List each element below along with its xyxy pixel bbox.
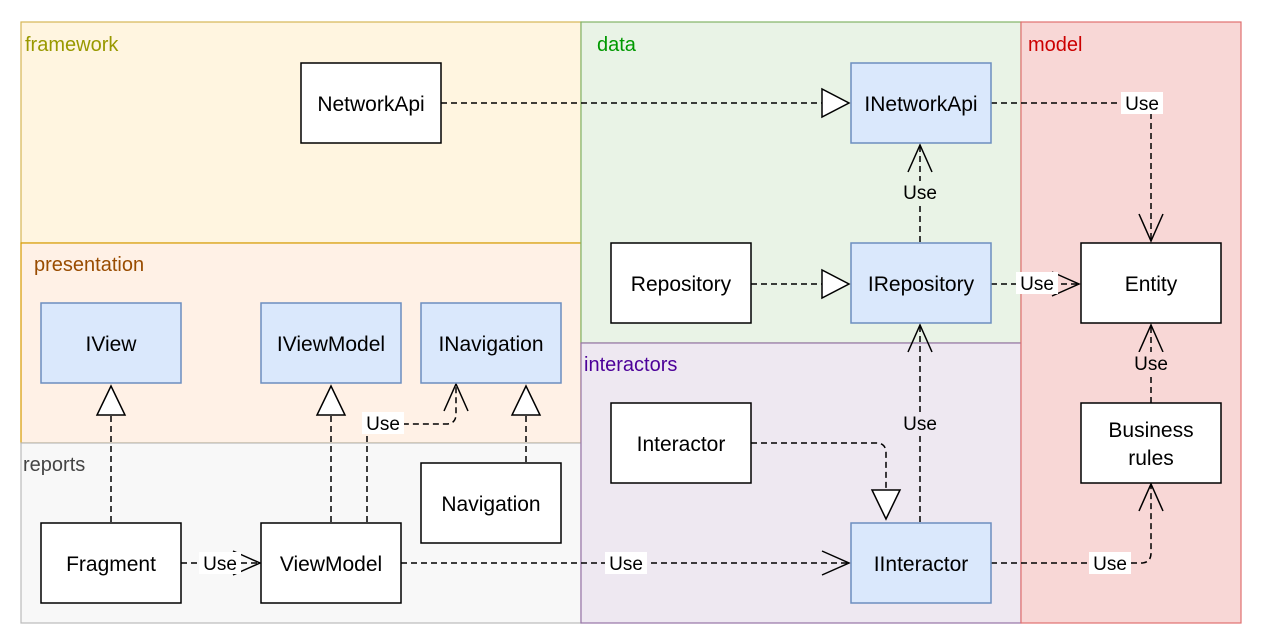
- arrowhead-realization-iinteractor: [870, 489, 902, 521]
- node-navigation[interactable]: Navigation: [420, 462, 562, 544]
- edge-label-bg: [362, 412, 404, 434]
- edge-label-bg: [1016, 272, 1058, 294]
- node-iview-label: IView: [86, 333, 138, 356]
- node-interactor-label: Interactor: [637, 433, 726, 456]
- arrowhead-realization-iview: [95, 384, 127, 416]
- edge-interactor-iinteractor: [751, 442, 887, 490]
- edge-label-bg: [1089, 552, 1131, 574]
- node-irepository-label: IRepository: [868, 273, 975, 296]
- node-viewmodel-label: ViewModel: [280, 553, 382, 576]
- region-data-label: data: [597, 34, 637, 56]
- arrowhead-use-entity-left: [1051, 271, 1081, 297]
- node-iinteractor[interactable]: IInteractor: [850, 522, 992, 604]
- node-irepository[interactable]: IRepository: [850, 242, 992, 324]
- edge-label-use-viewmodel-inavigation: Use: [366, 414, 400, 435]
- edge-label-use-iinteractor-businessrules: Use: [1093, 554, 1127, 575]
- node-repository[interactable]: Repository: [610, 242, 752, 324]
- edge-label-use-inetworkapi-entity: Use: [1125, 94, 1159, 115]
- edge-label-use-businessrules-entity: Use: [1134, 354, 1168, 375]
- edge-label-use-fragment-viewmodel: Use: [203, 554, 237, 575]
- node-fragment-label: Fragment: [66, 553, 156, 576]
- node-business-rules-label-line2: rules: [1128, 447, 1174, 470]
- region-presentation-label: presentation: [34, 254, 144, 276]
- edge-label-bg: [899, 181, 941, 203]
- node-entity[interactable]: Entity: [1080, 242, 1222, 324]
- arrowhead-use-inavigation: [443, 382, 469, 412]
- region-reports-label: reports: [23, 454, 85, 476]
- region-model-label: model: [1028, 34, 1082, 56]
- node-entity-label: Entity: [1125, 273, 1178, 296]
- node-iviewmodel-label: IViewModel: [277, 333, 385, 356]
- arrowhead-realization-iviewmodel: [315, 384, 347, 416]
- edge-label-use-iinteractor-irepository: Use: [903, 414, 937, 435]
- node-interactor[interactable]: Interactor: [610, 402, 752, 484]
- arrowhead-use-entity-top: [1138, 213, 1164, 243]
- arrowhead-use-entity-bottom: [1138, 323, 1164, 353]
- arrowhead-use-irepository: [907, 323, 933, 353]
- node-iinteractor-label: IInteractor: [874, 553, 969, 576]
- edge-label-bg: [199, 552, 241, 574]
- arrowhead-use-inetworkapi: [907, 143, 933, 173]
- arrowhead-use-viewmodel: [232, 550, 262, 576]
- edge-label-bg: [899, 412, 941, 434]
- arrowhead-use-iinteractor: [821, 550, 851, 576]
- node-inavigation[interactable]: INavigation: [420, 302, 562, 384]
- region-framework-label: framework: [25, 34, 119, 56]
- edge-label-bg: [605, 552, 647, 574]
- node-networkapi-label: NetworkApi: [317, 93, 424, 116]
- region-interactors-label: interactors: [584, 354, 677, 376]
- node-viewmodel[interactable]: ViewModel: [260, 522, 402, 604]
- node-inetworkapi-label: INetworkApi: [864, 93, 977, 116]
- node-iview[interactable]: IView: [40, 302, 182, 384]
- arrowhead-use-businessrules: [1138, 482, 1164, 512]
- node-business-rules-label-line1: Business: [1108, 419, 1193, 442]
- node-iviewmodel[interactable]: IViewModel: [260, 302, 402, 384]
- edge-label-bg: [1130, 352, 1172, 374]
- node-repository-label: Repository: [631, 273, 732, 296]
- node-business-rules[interactable]: Business rules: [1080, 402, 1222, 484]
- edge-label-bg: [1121, 92, 1163, 114]
- edge-label-use-irepository-inetworkapi: Use: [903, 183, 937, 204]
- edge-iinteractor-businessrules: [991, 486, 1152, 564]
- node-networkapi[interactable]: NetworkApi: [300, 62, 442, 144]
- arrowhead-realization-inavigation: [510, 384, 542, 416]
- node-fragment[interactable]: Fragment: [40, 522, 182, 604]
- node-navigation-label: Navigation: [441, 493, 540, 516]
- arrowhead-realization-irepository: [821, 268, 851, 300]
- edge-label-use-viewmodel-iinteractor: Use: [609, 554, 643, 575]
- node-inetworkapi[interactable]: INetworkApi: [850, 62, 992, 144]
- arrowhead-realization-inetworkapi: [821, 87, 851, 119]
- edge-label-use-irepository-entity: Use: [1020, 274, 1054, 295]
- node-inavigation-label: INavigation: [438, 333, 543, 356]
